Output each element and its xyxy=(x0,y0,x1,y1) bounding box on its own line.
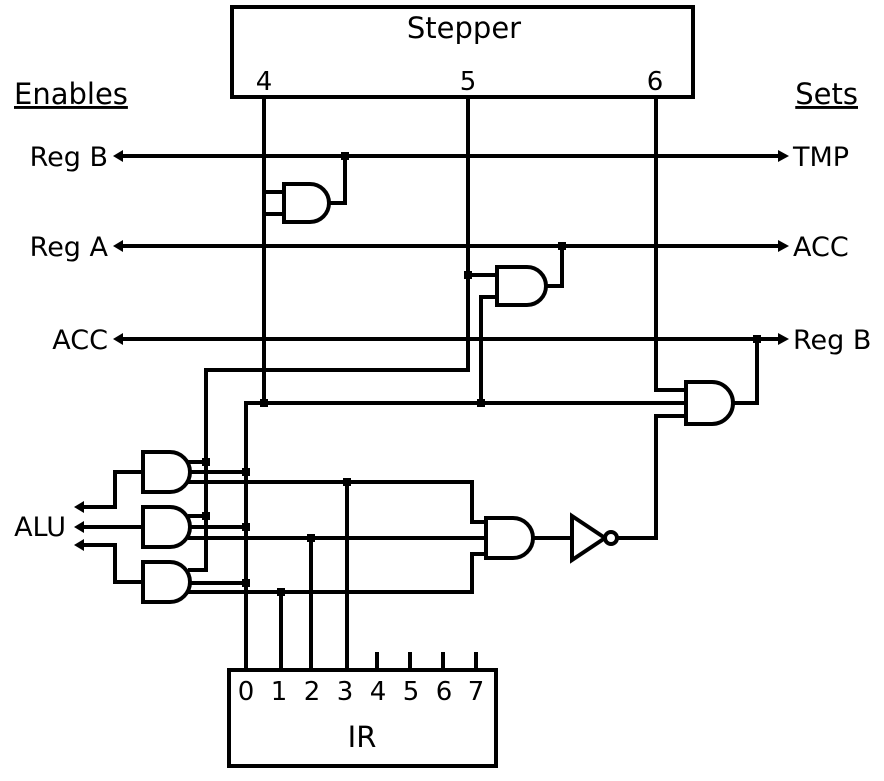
enable-reg-b-label: Reg B xyxy=(30,142,108,173)
ir-bit-1-to-and4 xyxy=(188,552,488,594)
stepper-box xyxy=(230,5,695,99)
ir-bit-3-to-and4 xyxy=(188,480,488,524)
ir-bit-label-6: 6 xyxy=(436,677,453,707)
stepper-output-6: 6 xyxy=(647,67,664,97)
set-arrowheads xyxy=(778,150,789,345)
set-reg-b-label: Reg B xyxy=(793,325,871,356)
stepper-output-4: 4 xyxy=(256,67,273,97)
alu-gate3-in-step xyxy=(188,536,208,572)
set-acc-label: ACC xyxy=(793,232,849,263)
sets-header: Sets xyxy=(795,77,858,111)
enable-reg-a-label: Reg A xyxy=(30,232,109,263)
ir-bit-label-0: 0 xyxy=(238,677,255,707)
not-output-line xyxy=(654,414,688,540)
step6-gate-out xyxy=(732,337,759,405)
ir-bit-0-line xyxy=(244,401,688,670)
enables-header: Enables xyxy=(14,77,128,111)
alu-and-gate-2 xyxy=(141,505,192,549)
enable-acc-label: ACC xyxy=(52,325,108,356)
enable-alu-label: ALU xyxy=(14,512,66,543)
stepper-title: Stepper xyxy=(407,11,521,45)
junction-dots xyxy=(202,152,761,596)
not-gate xyxy=(570,512,609,564)
step-5-line xyxy=(204,95,470,540)
enable-arrowheads xyxy=(113,150,123,345)
alu-out-3 xyxy=(81,543,145,584)
decoder-and-gate xyxy=(484,516,535,560)
step5-gate-out xyxy=(545,244,564,288)
alu-and-gate-1 xyxy=(141,450,192,494)
step-6-line xyxy=(654,95,688,392)
alu-arrowheads xyxy=(74,501,84,551)
ir-title: IR xyxy=(348,720,377,754)
step4-and-gate xyxy=(282,182,331,224)
ir-bit-label-3: 3 xyxy=(337,677,354,707)
ir-bit-label-5: 5 xyxy=(403,677,420,707)
alu-out-1 xyxy=(81,470,145,509)
ir-bit-label-7: 7 xyxy=(468,677,485,707)
step5-and-gate xyxy=(495,265,548,307)
step6-and-gate xyxy=(684,380,735,426)
alu-and-gate-3 xyxy=(141,560,192,604)
ir-bit-label-1: 1 xyxy=(271,677,288,707)
step4-gate-out xyxy=(330,154,347,205)
stepper-output-5: 5 xyxy=(460,67,477,97)
ir-bit-label-4: 4 xyxy=(370,677,387,707)
ir-box xyxy=(227,668,498,768)
set-tmp-label: TMP xyxy=(792,142,849,173)
step5-gate-in-b xyxy=(479,295,499,405)
ir-bit-label-2: 2 xyxy=(304,677,321,707)
